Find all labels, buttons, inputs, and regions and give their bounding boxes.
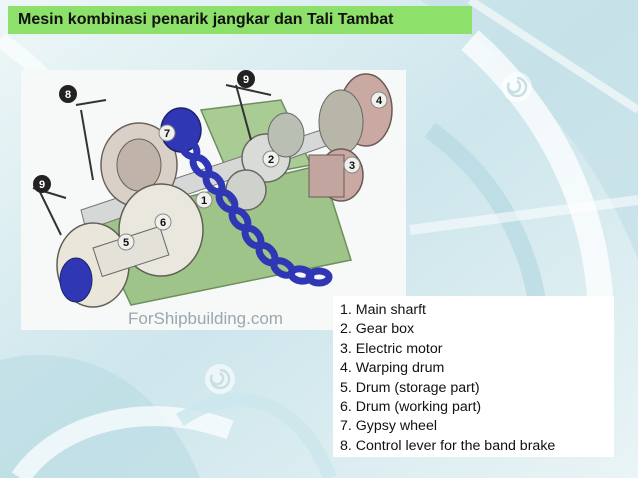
control-lever: [32, 187, 67, 236]
callout-5: 5: [123, 237, 129, 249]
slide-title: Mesin kombinasi penarik jangkar dan Tali…: [18, 11, 394, 28]
legend-item: 7. Gypsy wheel: [340, 418, 437, 435]
title-banner: Mesin kombinasi penarik jangkar dan Tali…: [8, 6, 472, 34]
watermark-text: ForShipbuilding.com: [128, 309, 283, 328]
callout-3: 3: [349, 160, 355, 172]
control-lever: [75, 99, 107, 181]
callout-9: 9: [39, 179, 45, 191]
callout-1: 1: [201, 195, 207, 207]
legend-item: 5. Drum (storage part): [340, 379, 480, 396]
legend-item: 1. Main sharft: [340, 302, 426, 318]
legend-item: 8. Control lever for the band brake: [340, 437, 556, 454]
callout-7: 7: [164, 128, 170, 140]
callout-6: 6: [160, 217, 166, 229]
legend-item: 3. Electric motor: [340, 340, 443, 357]
legend-item: 4. Warping drum: [340, 360, 445, 377]
callout-2: 2: [268, 154, 274, 166]
legend-item: 6. Drum (working part): [340, 399, 482, 416]
dreamstime-swirl-icon: [502, 72, 532, 102]
callout-9: 9: [243, 74, 249, 86]
parts-legend: 1. Main sharft 2. Gear box 3. Electric m…: [333, 296, 614, 457]
control-lever: [225, 84, 272, 141]
windlass-illustration: 1 2 3 4 5 6 7 8 9 9: [21, 70, 406, 330]
windlass-drawing: 1 2 3 4 5 6 7 8 9 9: [32, 70, 393, 308]
callout-8: 8: [65, 89, 71, 101]
legend-item: 2. Gear box: [340, 321, 415, 338]
legend-list: 1. Main sharft 2. Gear box 3. Electric m…: [333, 296, 614, 456]
dreamstime-swirl-icon: [205, 364, 235, 394]
anchor-chain: [177, 135, 333, 287]
callout-4: 4: [376, 95, 383, 107]
